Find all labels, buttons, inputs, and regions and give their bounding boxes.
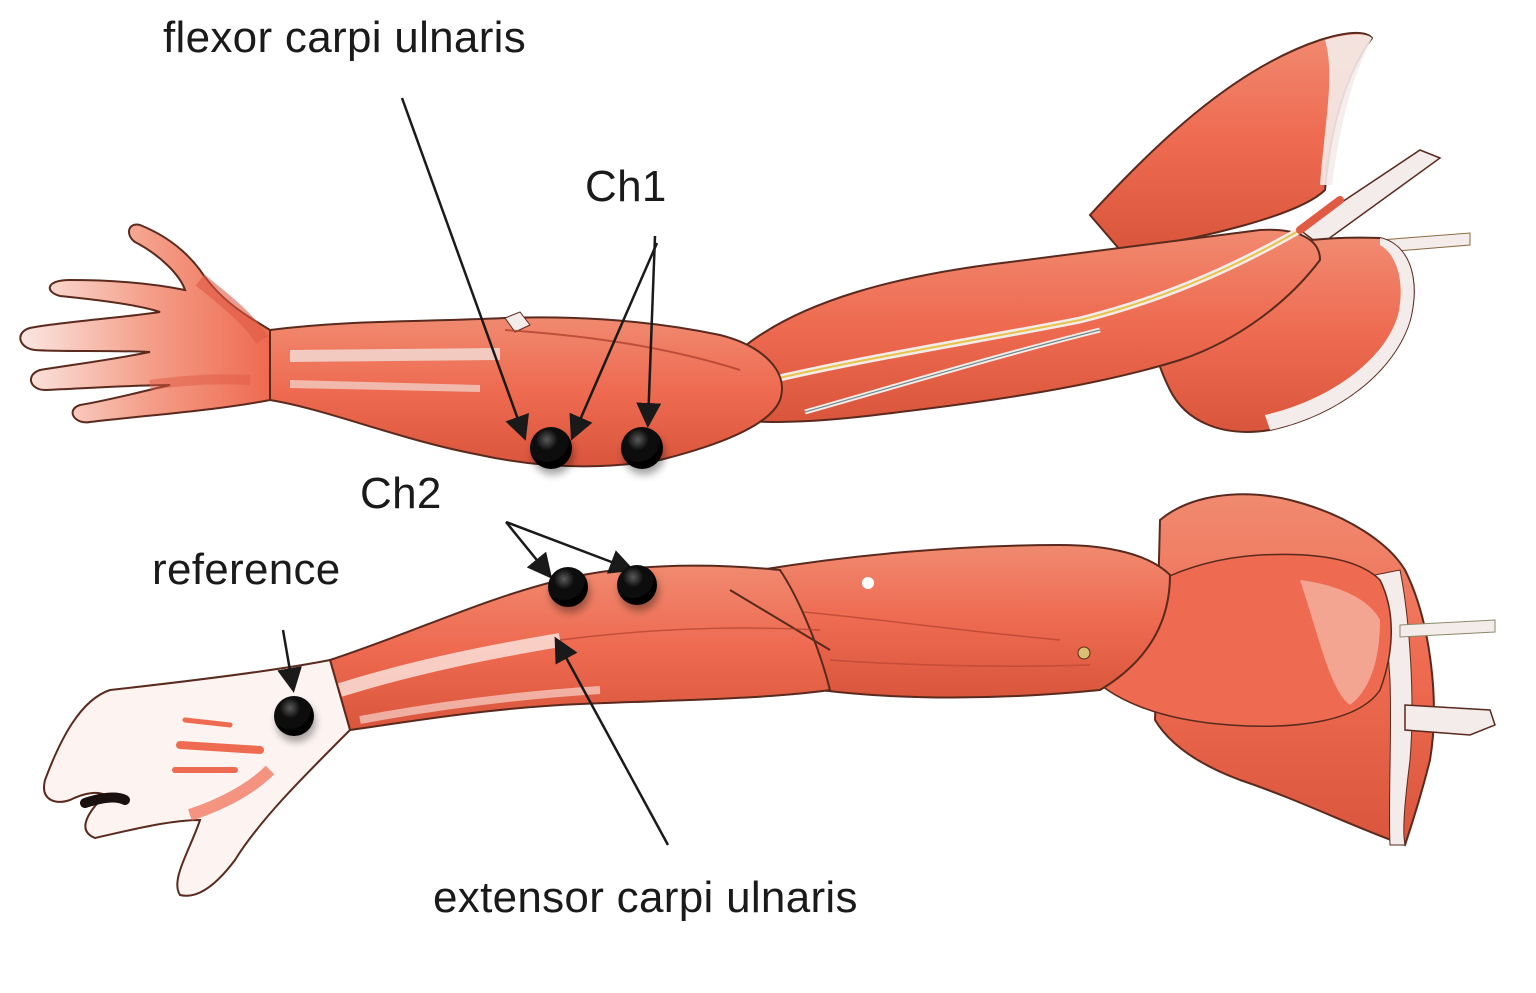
label-extensor-carpi-ulnaris: extensor carpi ulnaris	[433, 873, 858, 922]
arrow-flexor	[400, 97, 529, 441]
arrow-ch2-a	[505, 521, 553, 579]
posterior-arm-view	[43, 493, 1496, 897]
label-ch1: Ch1	[585, 162, 667, 211]
electrodes	[274, 427, 663, 736]
label-flexor-carpi-ulnaris: flexor carpi ulnaris	[163, 13, 527, 62]
arrow-ch1-b	[636, 235, 662, 428]
electrode-reference	[274, 696, 314, 736]
label-reference: reference	[152, 545, 341, 594]
electrode-ch1-a	[530, 427, 572, 469]
label-ch2: Ch2	[360, 469, 442, 518]
arrow-ch1-a	[569, 242, 659, 441]
arrow-ch2-b	[505, 520, 635, 574]
electrode-ch2-b	[617, 565, 657, 605]
anterior-arm-view	[19, 32, 1471, 468]
annotation-arrows	[277, 97, 670, 846]
electrode-ch1-b	[621, 427, 663, 469]
electrode-ch2-a	[548, 567, 588, 607]
arrow-reference	[277, 629, 302, 693]
arrow-extensor	[554, 636, 670, 846]
